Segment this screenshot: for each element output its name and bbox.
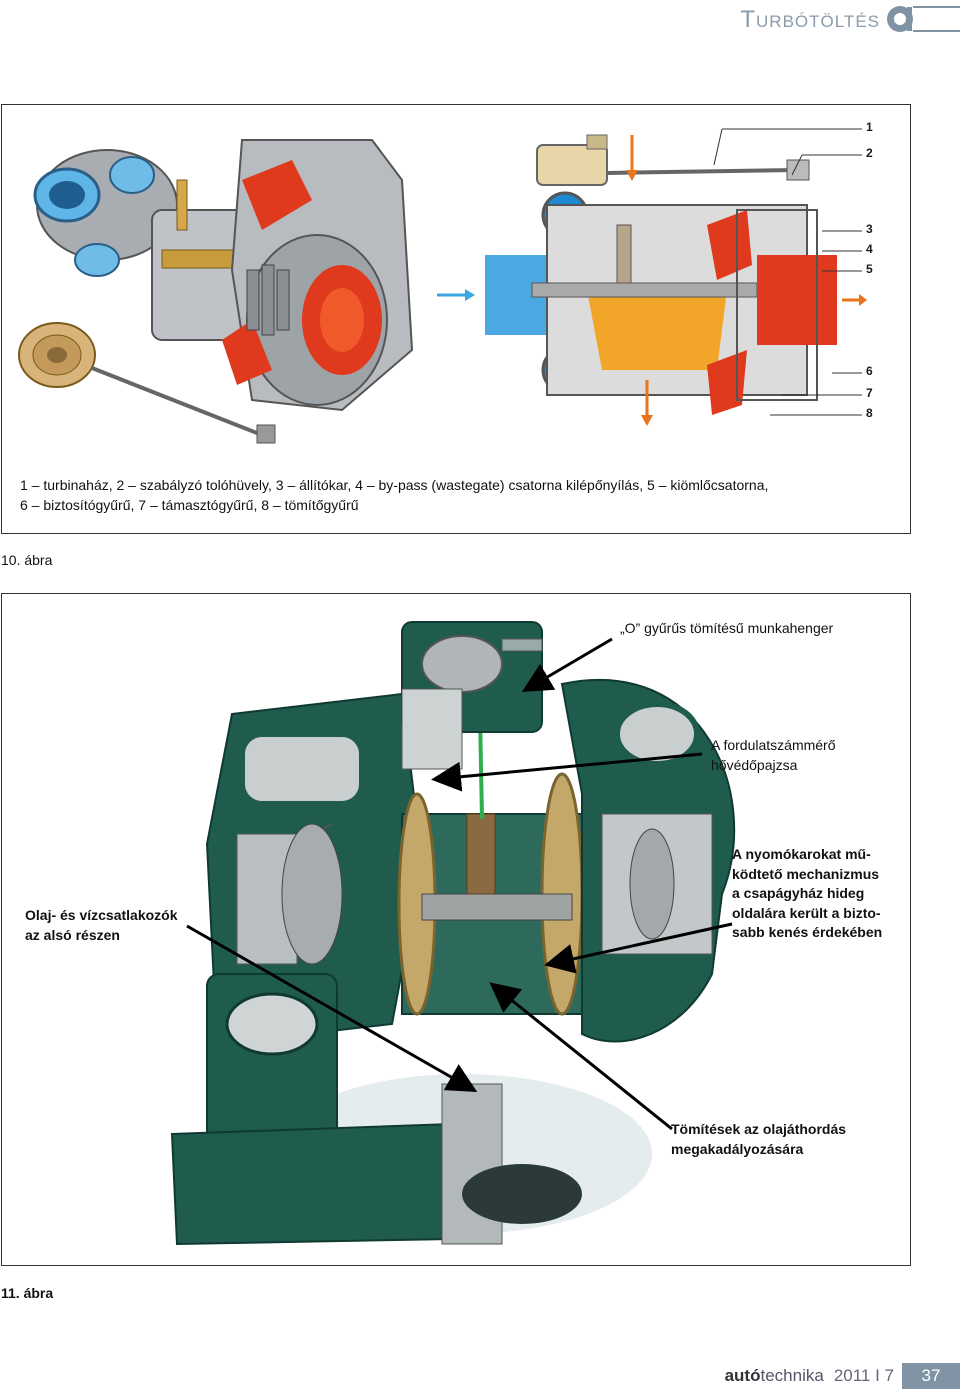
part-number-leaders (713, 128, 862, 416)
callout-mechanism-line5: sabb kenés érdekében (732, 924, 883, 940)
figure-11-label: 11. ábra (1, 1285, 54, 1301)
footer-brand-prefix: autó (724, 1366, 761, 1385)
footer-brand: autótechnika (725, 1366, 824, 1386)
figure-11-box: „O” gyűrűs tömítésű munkahenger A fordul… (1, 593, 911, 1266)
part-number-5: 5 (866, 262, 873, 276)
arrow-speed-sensor (431, 752, 703, 792)
footer-issue: 2011 I 7 (833, 1366, 894, 1385)
callout-mechanism-line4: oldalára került a bizto- (732, 904, 881, 921)
callout-speed-sensor-line1: A fordulatszámmérő (711, 737, 836, 753)
footer-brand-suffix: technika (760, 1366, 824, 1385)
arrow-o-ring (521, 637, 613, 693)
part-number-7: 7 (866, 386, 873, 400)
callout-speed-sensor-line2: hővédőpajzsa (711, 756, 798, 773)
figure-10-caption-line2: 6 – biztosítógyűrű, 7 – támasztógyűrű, 8… (20, 497, 359, 513)
part-number-4: 4 (866, 242, 873, 256)
callout-o-ring: „O” gyűrűs tömítésű munkahenger (620, 620, 834, 636)
callout-oil-water-connectors: Olaj- és vízcsatlakozók az alsó részen (25, 906, 178, 945)
callout-arrows (186, 637, 733, 1131)
part-number-6: 6 (866, 364, 873, 378)
figure-10-box: 1 2 3 4 5 6 7 8 1 – turbinaház, 2 – szab… (1, 104, 911, 534)
page-footer: autótechnika 2011 I 7 37 (725, 1363, 960, 1389)
callout-oil-water-line1: Olaj- és vízcsatlakozók (25, 907, 178, 923)
callout-seals-line2: megakadályozására (671, 1140, 804, 1157)
part-number-2: 2 (866, 146, 873, 160)
section-title: Turbótöltés (740, 6, 880, 33)
callout-mechanism-line1: A nyomókarokat mű- (732, 846, 871, 862)
arrow-oil-water (186, 924, 478, 1092)
callout-oil-water-line2: az alsó részen (25, 926, 120, 943)
figure-10-label: 10. ábra (1, 552, 53, 568)
part-number-3: 3 (866, 222, 873, 236)
autotechnika-logo-icon (887, 6, 960, 32)
figure-10-caption-line1: 1 – turbinaház, 2 – szabályzó tolóhüvely… (20, 477, 769, 493)
callout-actuator-mechanism: A nyomókarokat mű- ködtető mechanizmus a… (732, 845, 882, 943)
arrow-mechanism (544, 922, 733, 974)
callout-mechanism-line3: a csapágyház hideg (732, 885, 865, 901)
page-number: 37 (902, 1363, 960, 1389)
callout-speed-sensor-shield: A fordulatszámmérő hővédőpajzsa (711, 736, 836, 775)
callout-seals: Tömítések az olajáthordás megakadályozás… (671, 1120, 846, 1159)
turbocharger-cutaway-illustration (18, 139, 414, 444)
part-number-8: 8 (866, 406, 873, 420)
arrow-seals (489, 982, 673, 1131)
callout-mechanism-line2: ködtető mechanizmus (732, 865, 880, 882)
part-number-1: 1 (866, 120, 873, 134)
turbocharger-cross-section-diagram (437, 134, 867, 426)
callout-seals-line1: Tömítések az olajáthordás (671, 1121, 847, 1137)
